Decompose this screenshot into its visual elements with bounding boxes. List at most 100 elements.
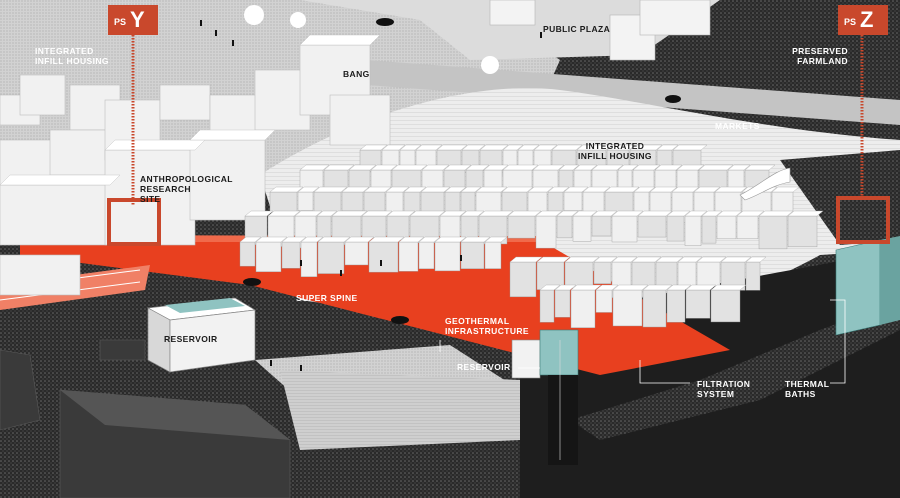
- housing-block-roof: [317, 236, 351, 243]
- housing-block-roof: [672, 144, 708, 151]
- housing-block: [385, 191, 404, 215]
- reservoir-left-building: [146, 297, 257, 373]
- label-thermal-baths: THERMAL BATHS: [785, 379, 830, 399]
- housing-block-roof: [582, 186, 611, 193]
- housing-block: [716, 215, 737, 240]
- housing-block-roof: [239, 236, 262, 243]
- ps-y-badge: PS Y: [108, 5, 158, 35]
- label-integrated-infill-housing-center: INTEGRATED INFILL HOUSING: [578, 141, 652, 161]
- housing-block: [563, 191, 583, 211]
- housing-block-roof: [606, 144, 636, 151]
- housing-block-roof: [300, 236, 324, 243]
- housing-block-roof: [255, 236, 288, 243]
- housing-block-roof: [617, 164, 639, 171]
- housing-block: [642, 289, 667, 328]
- housing-block-roof: [398, 236, 425, 243]
- lower-building-top: [60, 390, 290, 440]
- ps-z-code: Z: [860, 7, 874, 32]
- housing-block: [300, 241, 318, 278]
- housing-block-roof: [556, 210, 579, 217]
- housing-block-roof: [547, 186, 570, 193]
- housing-block-roof: [595, 284, 619, 291]
- housing-block-roof: [363, 186, 392, 193]
- housing-block: [269, 191, 298, 213]
- housing-block: [632, 169, 655, 189]
- housing-block-roof: [443, 164, 472, 171]
- label-geothermal-infrastructure: GEOTHERMAL INFRASTRUCTURE: [445, 316, 529, 336]
- housing-block-roof: [684, 210, 708, 217]
- housing-block-roof: [294, 210, 323, 217]
- leader-lines: [439, 299, 846, 384]
- label-integrated-infill-housing-left: INTEGRATED INFILL HOUSING: [35, 46, 109, 66]
- housing-block-roof: [460, 210, 485, 217]
- label-reservoir-left: RESERVOIR: [164, 334, 218, 344]
- housing-block: [637, 215, 667, 238]
- housing-block-roof: [758, 210, 794, 217]
- housing-block: [239, 241, 256, 267]
- housing-block-roof: [421, 164, 450, 171]
- label-bang: BANG: [343, 69, 370, 79]
- housing-block: [535, 215, 557, 249]
- housing-block-roof: [677, 256, 703, 263]
- housing-block-roof: [551, 144, 583, 151]
- housing-block: [484, 241, 502, 269]
- housing-block-roof: [612, 284, 649, 291]
- housing-block: [281, 241, 301, 269]
- ps-z-marker-box: [836, 196, 890, 244]
- housing-block: [666, 289, 686, 323]
- housing-block-roof: [693, 186, 721, 193]
- housing-block-roof: [564, 256, 600, 263]
- thermal-baths-glass: [835, 236, 900, 336]
- housing-block-roof: [399, 144, 422, 151]
- housing-block-roof: [461, 144, 486, 151]
- housing-block: [685, 289, 711, 319]
- housing-block-roof: [475, 186, 508, 193]
- housing-block-roof: [685, 284, 717, 291]
- housing-block-roof: [439, 210, 467, 217]
- housing-block-roof: [465, 164, 490, 171]
- housing-block-roof: [370, 164, 398, 171]
- housing-block-roof: [714, 186, 748, 193]
- housing-block-roof: [604, 186, 640, 193]
- housing-block-roof: [479, 144, 509, 151]
- housing-block: [317, 241, 345, 274]
- housing-block-roof: [483, 164, 509, 171]
- housing-block-roof: [563, 186, 589, 193]
- housing-block-roof: [281, 236, 307, 243]
- street: [300, 55, 900, 125]
- housing-block-roof: [671, 186, 700, 193]
- housing-block-roof: [656, 144, 679, 151]
- housing-block-roof: [436, 144, 468, 151]
- housing-block: [323, 169, 349, 189]
- housing-block-roof: [501, 186, 534, 193]
- housing-block-roof: [484, 236, 508, 243]
- housing-block-roof: [323, 164, 355, 171]
- housing-block: [361, 215, 387, 239]
- housing-block-roof: [348, 164, 377, 171]
- housing-block-roof: [744, 164, 776, 171]
- housing-block-roof: [517, 144, 540, 151]
- housing-block-roof: [720, 256, 752, 263]
- housing-block: [564, 261, 594, 289]
- housing-block-roof: [631, 256, 662, 263]
- housing-block-roof: [611, 256, 638, 263]
- housing-block: [570, 289, 596, 328]
- housing-block: [554, 289, 571, 318]
- housing-block: [460, 241, 485, 269]
- housing-block-roof: [727, 164, 751, 171]
- housing-block-roof: [701, 210, 723, 217]
- housing-block: [434, 241, 461, 272]
- housing-block-roof: [418, 236, 441, 243]
- housing-block-roof: [745, 256, 767, 263]
- housing-block: [655, 261, 678, 286]
- label-anthropological-research: ANTHROPOLOGICAL RESEARCH SITE: [140, 174, 233, 204]
- housing-block-roof: [269, 186, 304, 193]
- housing-block-roof: [573, 164, 598, 171]
- housing-block: [363, 191, 386, 212]
- ps-y-marker-box: [107, 198, 161, 246]
- housing-block-roof: [359, 144, 388, 151]
- infill-housing-blocks: [239, 144, 824, 328]
- reservoir-right-tanks: [511, 329, 579, 465]
- housing-block-roof: [316, 210, 338, 217]
